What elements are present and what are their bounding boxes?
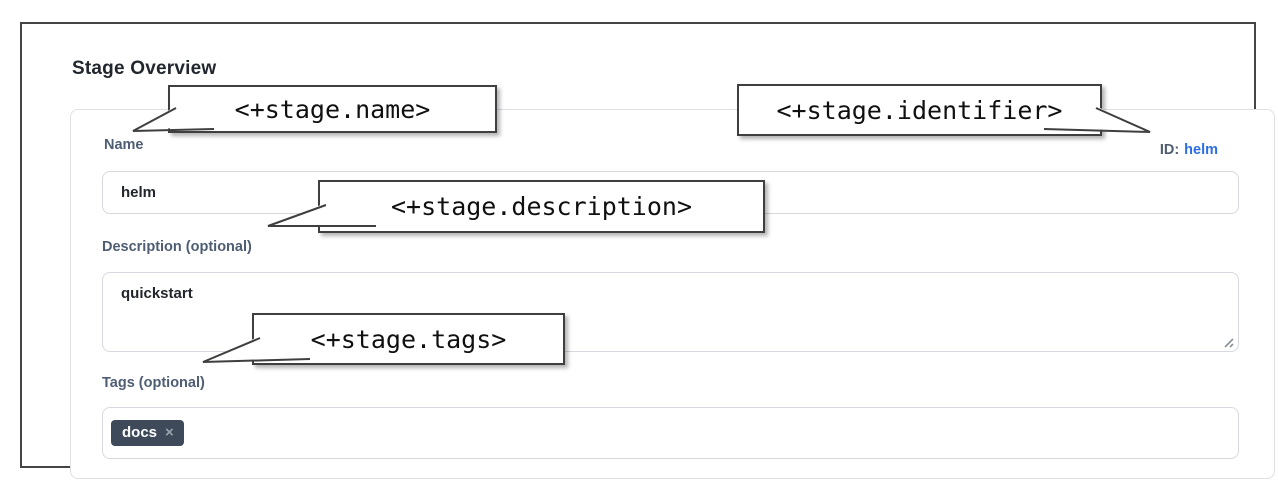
callout-stage-name: <+stage.name> (168, 85, 497, 133)
callout-stage-description-text: <+stage.description> (390, 192, 693, 221)
callout-stage-tags: <+stage.tags> (252, 313, 565, 365)
tag-remove-icon[interactable]: × (165, 424, 174, 441)
tag-chip: docs × (111, 420, 184, 446)
tags-label: Tags (optional) (102, 375, 205, 391)
callout-stage-description: <+stage.description> (318, 180, 765, 233)
page-title: Stage Overview (72, 58, 217, 79)
callout-stage-name-text: <+stage.name> (234, 94, 431, 124)
tags-input[interactable]: docs × (102, 407, 1239, 459)
tag-chip-label: docs (122, 424, 158, 441)
stage-id-row: ID:helm (1160, 142, 1218, 158)
textarea-resize-grip-icon[interactable] (1222, 336, 1236, 350)
id-label: ID: (1159, 142, 1180, 158)
name-label: Name (104, 137, 144, 153)
stage-id-link[interactable]: helm (1184, 142, 1218, 158)
callout-stage-tags-text: <+stage.tags> (310, 324, 507, 354)
callout-stage-identifier-text: <+stage.identifier> (776, 95, 1063, 125)
description-textarea[interactable]: quickstart (102, 272, 1239, 352)
callout-stage-identifier: <+stage.identifier> (737, 84, 1102, 136)
description-label: Description (optional) (102, 239, 252, 255)
